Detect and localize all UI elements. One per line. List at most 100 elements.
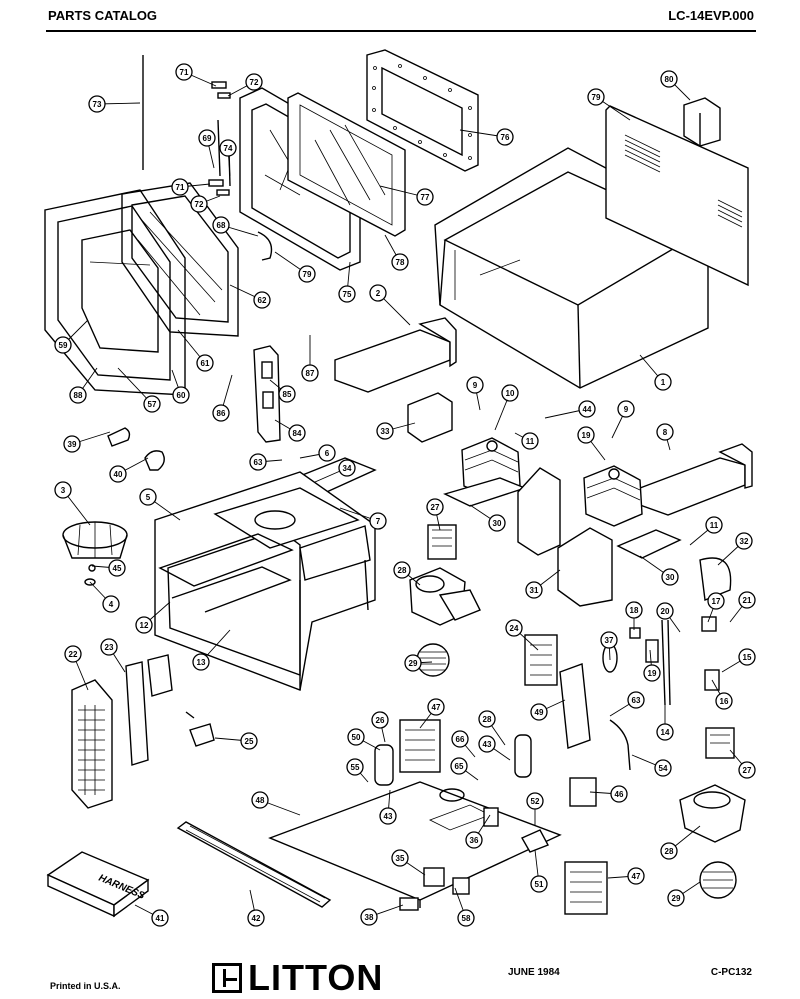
callout-number: 69 bbox=[203, 134, 212, 143]
callout-circle bbox=[393, 561, 411, 579]
callout-3: 3 bbox=[54, 481, 91, 526]
callout-number: 72 bbox=[250, 78, 259, 87]
callout-circle bbox=[102, 595, 120, 613]
callout-33: 33 bbox=[376, 422, 416, 440]
callout-circle bbox=[360, 908, 378, 926]
callout-number: 58 bbox=[462, 914, 471, 923]
callout-circle bbox=[219, 139, 237, 157]
callout-circle bbox=[391, 849, 409, 867]
callout-number: 52 bbox=[531, 797, 540, 806]
callout-76: 76 bbox=[459, 128, 514, 146]
callout-29: 29 bbox=[667, 881, 701, 907]
brand-logo: LITTON bbox=[212, 960, 383, 996]
callout-14: 14 bbox=[656, 700, 674, 741]
callout-circle bbox=[54, 481, 72, 499]
callout-9: 9 bbox=[466, 376, 484, 411]
callout-71: 71 bbox=[171, 178, 211, 196]
callout-43: 43 bbox=[478, 735, 511, 761]
callout-circle bbox=[64, 645, 82, 663]
callout-circle bbox=[450, 757, 468, 775]
callout-circle bbox=[198, 129, 216, 147]
part-relay-27 bbox=[427, 524, 457, 560]
callout-circle bbox=[253, 291, 271, 309]
callout-number: 10 bbox=[506, 389, 515, 398]
callout-number: 35 bbox=[396, 854, 405, 863]
callout-5: 5 bbox=[139, 488, 181, 521]
callout-75: 75 bbox=[338, 261, 356, 303]
callout-circle bbox=[738, 648, 756, 666]
callout-30: 30 bbox=[469, 504, 506, 532]
callout-circle bbox=[578, 400, 596, 418]
callout-27: 27 bbox=[729, 749, 756, 779]
callout-circle bbox=[478, 735, 496, 753]
callout-79: 79 bbox=[587, 88, 631, 121]
callout-circle bbox=[172, 386, 190, 404]
callout-48: 48 bbox=[251, 791, 301, 816]
callout-number: 45 bbox=[113, 564, 122, 573]
part-wire-harness-41 bbox=[46, 851, 150, 918]
callout-circle bbox=[654, 759, 672, 777]
callout-number: 63 bbox=[632, 696, 641, 705]
callout-number: 28 bbox=[665, 847, 674, 856]
callout-80: 80 bbox=[660, 70, 691, 101]
callout-number: 27 bbox=[431, 503, 440, 512]
callout-84: 84 bbox=[274, 419, 306, 442]
callout-circle bbox=[610, 785, 628, 803]
callout-circle bbox=[427, 698, 445, 716]
part-switch-bracket-84 bbox=[253, 345, 281, 443]
callout-37: 37 bbox=[600, 631, 618, 661]
callout-47: 47 bbox=[419, 698, 445, 729]
part-transformer-47b bbox=[564, 861, 608, 915]
callout-circle bbox=[656, 423, 674, 441]
catalog-date: JUNE 1984 bbox=[508, 967, 560, 978]
callout-number: 30 bbox=[666, 573, 675, 582]
part-duct-8 bbox=[639, 443, 753, 516]
callout-49: 49 bbox=[530, 699, 566, 721]
callout-circle bbox=[530, 703, 548, 721]
catalog-title: PARTS CATALOG bbox=[48, 8, 158, 23]
callout-85: 85 bbox=[269, 379, 296, 403]
callout-number: 41 bbox=[156, 914, 165, 923]
callout-number: 84 bbox=[293, 429, 302, 438]
callout-circle bbox=[715, 692, 733, 710]
callout-42: 42 bbox=[247, 889, 265, 927]
callout-circle bbox=[530, 875, 548, 893]
callout-44: 44 bbox=[544, 400, 596, 419]
callout-circle bbox=[667, 889, 685, 907]
callout-number: 27 bbox=[743, 766, 752, 775]
callout-77: 77 bbox=[379, 185, 434, 206]
callout-18: 18 bbox=[625, 601, 643, 630]
callout-number: 3 bbox=[61, 486, 66, 495]
callout-circle bbox=[457, 909, 475, 927]
callout-number: 42 bbox=[252, 914, 261, 923]
exploded-parts-diagram: HARNESS 73717269747172767778687975625961… bbox=[44, 49, 756, 927]
callout-number: 9 bbox=[624, 405, 629, 414]
part-clip-38 bbox=[399, 897, 419, 911]
callout-circle bbox=[617, 400, 635, 418]
part-cover-23b bbox=[147, 654, 173, 697]
callout-35: 35 bbox=[391, 849, 426, 876]
callout-87: 87 bbox=[301, 335, 319, 382]
callout-circle bbox=[338, 459, 356, 477]
part-control-panel-22 bbox=[71, 679, 113, 809]
callout-25: 25 bbox=[214, 732, 258, 750]
callout-circle bbox=[587, 88, 605, 106]
callout-number: 44 bbox=[583, 405, 592, 414]
callout-number: 20 bbox=[661, 607, 670, 616]
callout-45: 45 bbox=[91, 559, 126, 577]
callout-47: 47 bbox=[607, 867, 645, 885]
callout-26: 26 bbox=[371, 711, 389, 743]
callout-number: 17 bbox=[712, 597, 721, 606]
callout-7: 7 bbox=[339, 507, 387, 530]
callout-28: 28 bbox=[393, 561, 421, 586]
callout-15: 15 bbox=[721, 648, 756, 673]
part-fan-28b bbox=[679, 784, 746, 843]
callout-circle bbox=[247, 909, 265, 927]
part-latch-79 bbox=[257, 231, 273, 261]
callout-circle bbox=[196, 354, 214, 372]
callout-circle bbox=[738, 761, 756, 779]
part-bracket-80 bbox=[683, 97, 721, 147]
callout-circle bbox=[171, 178, 189, 196]
part-nut-4 bbox=[84, 578, 96, 586]
callout-23: 23 bbox=[100, 638, 126, 673]
